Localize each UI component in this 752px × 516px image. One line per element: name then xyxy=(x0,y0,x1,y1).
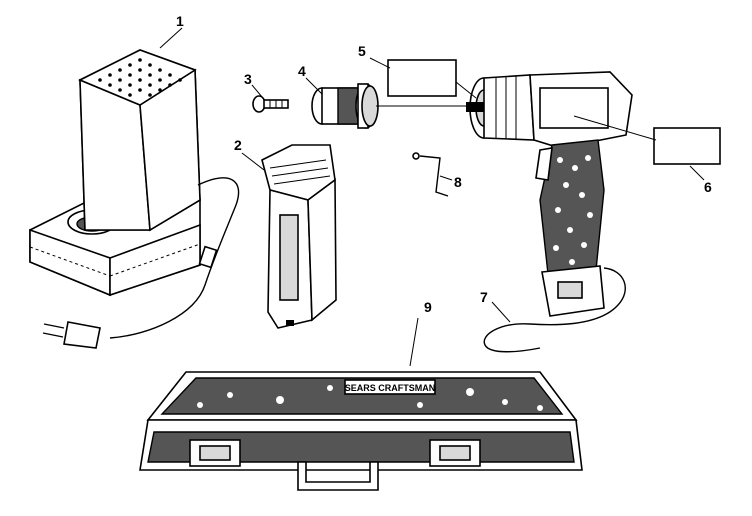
charger xyxy=(29,49,240,349)
callout-4: 4 xyxy=(298,63,306,79)
label-plate-side xyxy=(653,127,721,165)
chuck xyxy=(311,83,466,129)
battery-pack xyxy=(261,144,337,329)
left-latch xyxy=(189,439,241,467)
case-texture xyxy=(197,385,543,411)
callout-2: 2 xyxy=(234,137,242,153)
callout-7: 7 xyxy=(480,289,488,305)
callout-labels: 1 2 3 4 5 6 7 8 9 xyxy=(176,13,712,315)
grip-texture xyxy=(553,155,593,265)
wrist-strap xyxy=(483,267,626,353)
callout-9: 9 xyxy=(424,299,432,315)
callout-6: 6 xyxy=(704,179,712,195)
callout-5: 5 xyxy=(358,43,366,59)
case-handle xyxy=(297,461,379,491)
chuck-screw xyxy=(252,95,289,113)
callout-3: 3 xyxy=(244,71,252,87)
label-plate-upper xyxy=(387,59,457,97)
case-logo-plate xyxy=(344,379,436,395)
callout-1: 1 xyxy=(176,13,184,29)
case-logo-text: SEARS CRAFTSMAN xyxy=(345,383,436,393)
hex-key xyxy=(412,152,449,197)
leader-lines xyxy=(159,27,705,367)
callout-8: 8 xyxy=(454,174,462,190)
carrying-case: SEARS CRAFTSMAN xyxy=(139,371,583,491)
vent-holes xyxy=(98,58,182,97)
drill xyxy=(466,71,633,317)
